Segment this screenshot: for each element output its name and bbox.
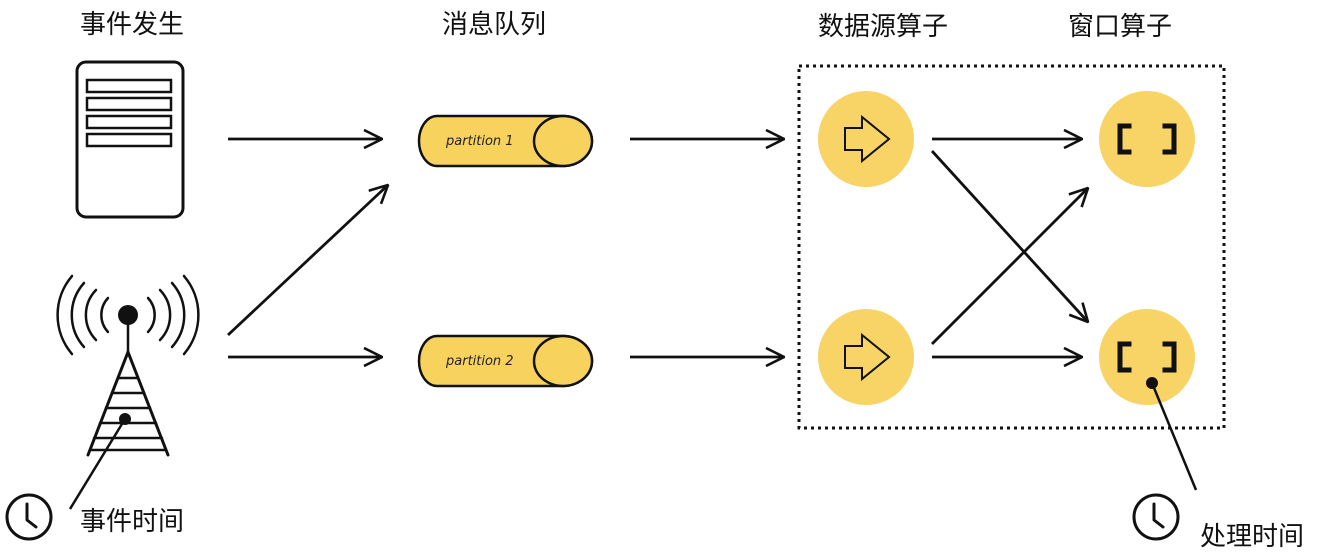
event-time-label: 事件时间 [80, 507, 185, 537]
header-window-operator: 窗口算子 [1068, 12, 1173, 42]
window-brackets-icon [1117, 341, 1177, 373]
partition-2-label: partition 2 [445, 354, 514, 369]
window-operator-1 [1099, 91, 1195, 187]
source-operator-1 [818, 91, 914, 187]
window-brackets-icon [1117, 123, 1177, 155]
window-operator-2 [1099, 309, 1195, 405]
partition-1-label: partition 1 [445, 134, 514, 149]
antenna-tower-icon [56, 274, 200, 457]
arrow-antenna-to-partition1 [227, 185, 388, 337]
header-source-operator: 数据源算子 [818, 12, 949, 42]
source-operator-2 [818, 309, 914, 405]
clock-icon [5, 493, 53, 541]
header-message-queue: 消息队列 [442, 10, 547, 40]
server-icon [75, 60, 185, 219]
arrow-source1-to-window2 [930, 150, 1088, 322]
arrow-right-icon [844, 332, 891, 382]
event-time-pointer [68, 418, 127, 510]
partition-1-queue: partition 1 [417, 114, 594, 168]
operator-container [797, 64, 1226, 430]
arrow-right-icon [844, 114, 891, 164]
clock-icon [1132, 493, 1180, 541]
header-event-occurs: 事件发生 [80, 10, 185, 40]
processing-time-pointer [1150, 382, 1198, 491]
arrow-source2-to-window1 [931, 188, 1088, 345]
partition-2-queue: partition 2 [417, 334, 594, 388]
